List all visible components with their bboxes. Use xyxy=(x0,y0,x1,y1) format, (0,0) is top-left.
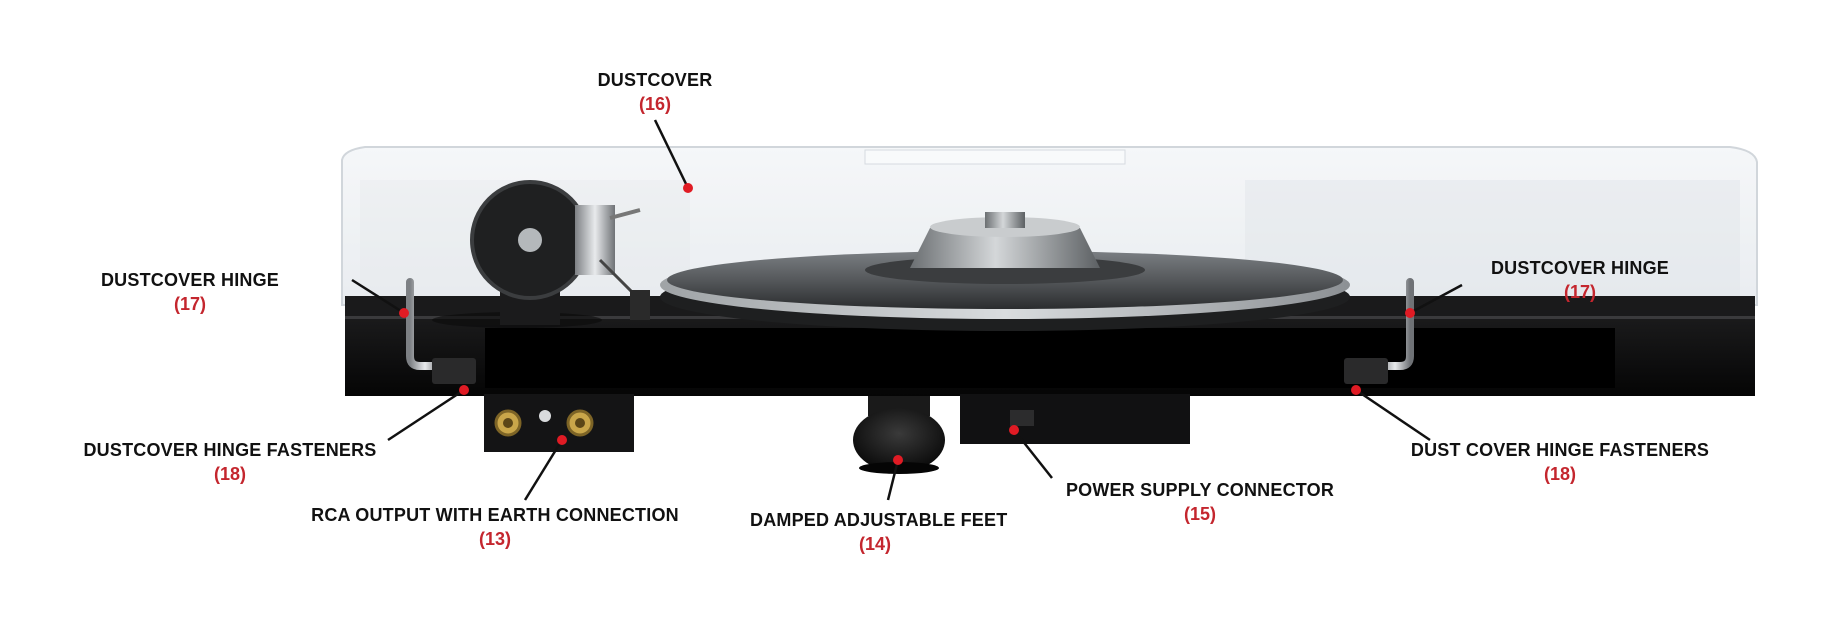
dot-rca xyxy=(557,435,567,445)
leader-power xyxy=(1013,429,1053,479)
dot-hinge-right xyxy=(1405,308,1415,318)
label-hinge-right: DUSTCOVER HINGE (17) xyxy=(1480,258,1680,302)
label-power-title: POWER SUPPLY CONNECTOR xyxy=(1065,480,1335,500)
label-dustcover-number: (16) xyxy=(638,93,671,114)
feet-shape xyxy=(853,396,945,474)
label-power: POWER SUPPLY CONNECTOR (15) xyxy=(1060,480,1340,524)
label-dustcover: DUSTCOVER (16) xyxy=(585,70,725,114)
platter-shape xyxy=(660,212,1350,331)
dot-fasteners-left xyxy=(459,385,469,395)
label-fasteners-right-number: (18) xyxy=(1543,463,1576,484)
dot-power xyxy=(1009,425,1019,435)
label-power-number: (15) xyxy=(1183,503,1216,524)
leader-feet xyxy=(886,459,900,501)
hinge-left-shape xyxy=(406,278,476,384)
label-feet-title: DAMPED ADJUSTABLE FEET xyxy=(750,510,1008,530)
label-rca: RCA OUTPUT WITH EARTH CONNECTION (13) xyxy=(310,505,680,549)
dot-feet xyxy=(893,455,903,465)
leader-hinge-right xyxy=(1409,283,1463,315)
label-hinge-right-number: (17) xyxy=(1563,281,1596,302)
rca-panel-shape xyxy=(484,394,634,452)
label-fasteners-left-number: (18) xyxy=(213,463,246,484)
leader-rca xyxy=(523,439,564,501)
label-rca-title: RCA OUTPUT WITH EARTH CONNECTION xyxy=(311,505,679,525)
leader-lines xyxy=(351,119,1463,501)
leader-fasteners-left xyxy=(387,388,465,442)
label-dustcover-title: DUSTCOVER xyxy=(597,70,713,90)
dot-dustcover xyxy=(683,183,693,193)
label-feet-number: (14) xyxy=(858,533,891,554)
label-hinge-left: DUSTCOVER HINGE (17) xyxy=(90,270,290,314)
label-fasteners-left: DUSTCOVER HINGE FASTENERS (18) xyxy=(80,440,380,484)
label-hinge-left-title: DUSTCOVER HINGE xyxy=(100,270,280,290)
label-fasteners-right-title: DUST COVER HINGE FASTENERS xyxy=(1410,440,1710,460)
hinge-right-shape xyxy=(1344,278,1414,384)
label-rca-number: (13) xyxy=(478,528,511,549)
dot-hinge-left xyxy=(399,308,409,318)
label-hinge-right-title: DUSTCOVER HINGE xyxy=(1490,258,1670,278)
leader-dustcover xyxy=(653,119,690,189)
label-fasteners-left-title: DUSTCOVER HINGE FASTENERS xyxy=(83,440,377,460)
label-feet: DAMPED ADJUSTABLE FEET (14) xyxy=(750,510,1008,554)
leader-fasteners-right xyxy=(1355,388,1431,442)
leader-hinge-left xyxy=(351,278,405,315)
dot-fasteners-right xyxy=(1351,385,1361,395)
label-fasteners-right: DUST COVER HINGE FASTENERS (18) xyxy=(1400,440,1720,484)
power-box-shape xyxy=(960,394,1190,444)
label-hinge-left-number: (17) xyxy=(173,293,206,314)
tonearm-shape xyxy=(432,180,650,328)
callout-dots xyxy=(399,183,1415,465)
